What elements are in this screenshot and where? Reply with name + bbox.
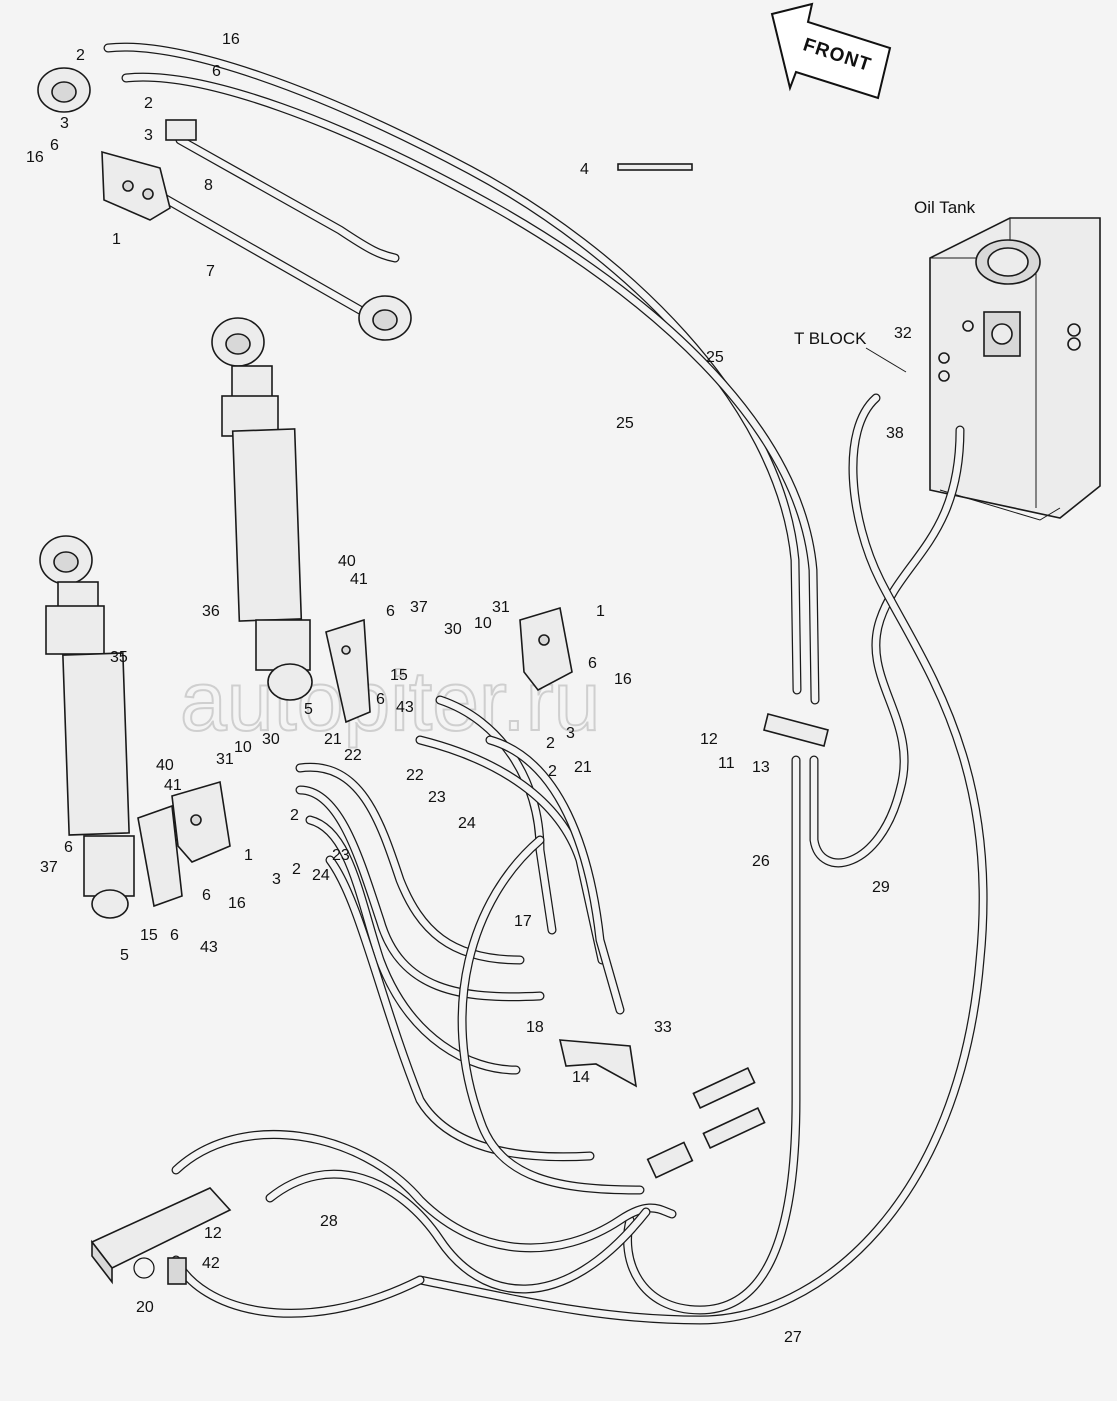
callout-6-6: 6 [64, 839, 73, 856]
callout-32: 32 [894, 325, 912, 342]
callout-10-2: 10 [234, 739, 252, 756]
tie-strap [617, 163, 693, 171]
callout-labels: 1112222223333455666666667810101112121314… [26, 31, 912, 1346]
manifold-block [90, 1187, 232, 1285]
callout-5-2: 5 [120, 947, 129, 964]
callout-1: 1 [112, 231, 121, 248]
hoses-21-24 [295, 695, 645, 1195]
callout-30-2: 30 [262, 731, 280, 748]
callout-6-8: 6 [170, 927, 179, 944]
callout-6: 6 [50, 137, 59, 154]
callout-15: 15 [390, 667, 408, 684]
callout-3-3: 3 [566, 725, 575, 742]
callout-28: 28 [320, 1213, 338, 1230]
callout-6-3: 6 [386, 603, 395, 620]
callout-16-2: 16 [26, 149, 44, 166]
valve-block-lower [137, 780, 231, 908]
t-block-label: T BLOCK [794, 329, 867, 348]
oil-tank: Oil Tank T BLOCK [794, 198, 1101, 521]
hose-25 [103, 42, 820, 705]
callout-29: 29 [872, 879, 890, 896]
cylinder-35 [39, 535, 135, 919]
callout-25: 25 [706, 349, 724, 366]
callout-13: 13 [752, 759, 770, 776]
callout-40: 40 [338, 553, 356, 570]
callout-16: 16 [222, 31, 240, 48]
front-arrow: FRONT [770, 2, 892, 100]
callout-26: 26 [752, 853, 770, 870]
callout-1-2: 1 [596, 603, 605, 620]
callout-2-6: 2 [292, 861, 301, 878]
bracket-11 [763, 713, 829, 747]
callout-14: 14 [572, 1069, 590, 1086]
callout-21-2: 21 [574, 759, 592, 776]
callout-11: 11 [718, 755, 735, 772]
callout-5: 5 [304, 701, 313, 718]
callout-22: 22 [344, 747, 362, 764]
callout-22-2: 22 [406, 767, 424, 784]
callout-3-2: 3 [144, 127, 153, 144]
valve-block-15-upper [325, 618, 371, 724]
callout-16-4: 16 [228, 895, 246, 912]
callout-10: 10 [474, 615, 492, 632]
quick-couplers [646, 1067, 766, 1179]
callout-43: 43 [396, 699, 414, 716]
callout-2: 2 [76, 47, 85, 64]
callout-4: 4 [580, 161, 589, 178]
callout-24-2: 24 [312, 867, 330, 884]
callout-2-2: 2 [144, 95, 153, 112]
callout-12: 12 [700, 731, 718, 748]
callout-30: 30 [444, 621, 462, 638]
callout-31-2: 31 [216, 751, 234, 768]
callout-31: 31 [492, 599, 510, 616]
callout-41-2: 41 [164, 777, 182, 794]
callout-8: 8 [204, 177, 213, 194]
callout-2-3: 2 [546, 735, 555, 752]
callout-21: 21 [324, 731, 342, 748]
callout-16-3: 16 [614, 671, 632, 688]
callout-6-2: 6 [212, 63, 221, 80]
callout-3: 3 [60, 115, 69, 132]
callout-18: 18 [526, 1019, 544, 1036]
callout-41: 41 [350, 571, 368, 588]
callout-23-2: 23 [332, 847, 350, 864]
callout-38: 38 [886, 425, 904, 442]
callout-6-4: 6 [376, 691, 385, 708]
cylinder-36 [211, 317, 313, 701]
callout-20: 20 [136, 1299, 154, 1316]
callout-25-2: 25 [616, 415, 634, 432]
callout-37: 37 [410, 599, 428, 616]
callout-15-2: 15 [140, 927, 158, 944]
callout-35: 35 [110, 649, 128, 666]
callout-24: 24 [458, 815, 476, 832]
hose-7 [145, 135, 412, 341]
callout-33: 33 [654, 1019, 672, 1036]
callout-42: 42 [202, 1255, 220, 1272]
callout-2-4: 2 [548, 763, 557, 780]
valve-block-1-right [519, 606, 573, 692]
valve-block-top [37, 67, 197, 221]
callout-43-2: 43 [200, 939, 218, 956]
callout-37-2: 37 [40, 859, 58, 876]
hoses-26-29-27-28 [171, 393, 988, 1325]
callout-23: 23 [428, 789, 446, 806]
callout-40-2: 40 [156, 757, 174, 774]
callout-17: 17 [514, 913, 532, 930]
oil-tank-label: Oil Tank [914, 198, 976, 217]
callout-12-2: 12 [204, 1225, 222, 1242]
callout-36: 36 [202, 603, 220, 620]
callout-27: 27 [784, 1329, 802, 1346]
callout-7: 7 [206, 263, 215, 280]
callout-1-3: 1 [244, 847, 253, 864]
callout-2-5: 2 [290, 807, 299, 824]
callout-3-4: 3 [272, 871, 281, 888]
callout-6-7: 6 [202, 887, 211, 904]
bracket-33 [558, 1039, 638, 1088]
callout-6-5: 6 [588, 655, 597, 672]
